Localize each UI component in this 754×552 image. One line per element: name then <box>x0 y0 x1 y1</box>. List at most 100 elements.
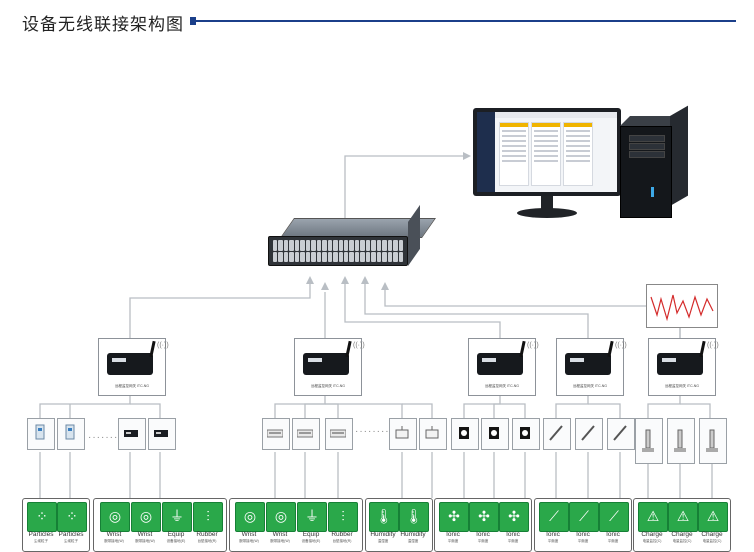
network-switch <box>268 204 437 266</box>
wireless-gateway: ((·)) 远程监控网关 ITC-NG <box>556 338 627 396</box>
sensor-sub: 平衡度 <box>507 539 519 543</box>
sensor-sub: 设备接地(E) <box>301 539 321 543</box>
wireless-gateway: ((·)) 远程监控网关 ITC-NG <box>98 338 169 396</box>
wrist-sensor: ◎ <box>131 502 161 532</box>
particle-counter-device <box>57 418 85 450</box>
ion-bar-device <box>607 418 635 450</box>
sensor-label: Particles <box>58 531 84 538</box>
ion-bar-device <box>575 418 603 450</box>
monitor <box>473 108 621 220</box>
particle-counter-device <box>27 418 55 450</box>
sensor-label: Humidity <box>370 531 396 538</box>
sensor-label: Humidity <box>400 531 426 538</box>
sensor-sub: 平衡度 <box>547 539 559 543</box>
warning-triangle-icon: ⚠ <box>706 508 720 524</box>
sensor-sub: 腕带接地(W) <box>104 539 124 543</box>
sensor-label: Ionic <box>606 531 620 538</box>
sensor-label: Ionic <box>576 531 590 538</box>
more-devices-ellipsis: ········ <box>355 426 390 437</box>
charge-sensor: ⚠ <box>698 502 728 532</box>
sensor-label: Charge <box>671 531 693 538</box>
sensor-label: Ionic <box>446 531 460 538</box>
wireless-gateway: ((·)) 远程监控网关 ITC-NG <box>294 338 365 396</box>
rubber-sensor: ⫶ <box>193 502 223 532</box>
sensor-sub: 平衡度 <box>577 539 589 543</box>
sensor-label: Wrist <box>272 531 288 538</box>
sensor-sub: 电量监控(C) <box>672 539 692 543</box>
ionic-bar-sensor: ⟋ <box>599 502 629 532</box>
more-devices-ellipsis: ·········· <box>88 432 132 443</box>
ionizer-monitor-device <box>481 418 509 450</box>
sensor-sub: 电量监控(C) <box>642 539 662 543</box>
sensor-label: Rubber <box>331 531 353 538</box>
sensor-sub: 平衡度 <box>607 539 619 543</box>
ionizer-monitor-device <box>512 418 540 450</box>
humidity-sensor: 🌡 <box>369 502 399 532</box>
rubber-icon: ⫶ <box>206 508 210 524</box>
ionizer-monitor-device <box>451 418 479 450</box>
humidity-sensor: 🌡 <box>399 502 429 532</box>
ionic-sensor: ✣ <box>499 502 529 532</box>
monitor-module-device <box>262 418 290 450</box>
sensor-sub: 平衡度 <box>447 539 459 543</box>
ion-bar-icon: ⟋ <box>609 508 619 524</box>
charge-plate-device <box>667 418 695 464</box>
wireless-gateway: ((·)) 远程监控网关 ITC-NG <box>468 338 539 396</box>
charge-plate-device <box>635 418 663 464</box>
wrist-sensor: ◎ <box>235 502 265 532</box>
equip-sensor: ⏚ <box>162 502 192 532</box>
fan-icon: ✣ <box>508 508 520 524</box>
sensor-sub: 尘埃粒子 <box>34 539 48 543</box>
sensor-label: Ionic <box>546 531 560 538</box>
ion-bar-icon: ⟋ <box>579 508 589 524</box>
warning-triangle-icon: ⚠ <box>646 508 660 524</box>
ionic-bar-sensor: ⟋ <box>539 502 569 532</box>
rubber-sensor: ⫶ <box>328 502 358 532</box>
sensor-sub: 腕带接地(W) <box>270 539 290 543</box>
sensor-label: Wrist <box>106 531 122 538</box>
sensor-label: Particles <box>28 531 54 538</box>
sensor-label: Ionic <box>506 531 520 538</box>
humidity-sensor-device <box>389 418 417 450</box>
fan-icon: ✣ <box>448 508 460 524</box>
rubber-icon: ⫶ <box>341 508 345 524</box>
sensor-label: Equip <box>302 531 320 538</box>
particles-icon: ⁘ <box>66 508 78 524</box>
ion-bar-icon: ⟋ <box>549 508 559 524</box>
sensor-sub: 温湿度 <box>377 539 389 543</box>
thermometer-icon: 🌡 <box>375 508 393 524</box>
ground-icon: ⏚ <box>170 508 184 524</box>
sensor-sub: 设备接地(E) <box>166 539 186 543</box>
wrist-sensor: ◎ <box>266 502 296 532</box>
ionic-sensor: ✣ <box>439 502 469 532</box>
wrist-icon: ◎ <box>274 508 288 524</box>
sensor-label: Wrist <box>241 531 257 538</box>
title-rule <box>190 17 736 25</box>
trend-chart-thumbnail <box>646 284 718 328</box>
sensor-sub: 平衡度 <box>477 539 489 543</box>
monitor-module-device <box>325 418 353 450</box>
ion-bar-device <box>543 418 571 450</box>
sensor-label: Rubber <box>196 531 218 538</box>
sensor-label: Charge <box>701 531 723 538</box>
monitor-module-device <box>292 418 320 450</box>
sensor-sub: 腕带接地(W) <box>135 539 155 543</box>
grounding-monitor-device <box>148 418 176 450</box>
sensor-label: Charge <box>641 531 663 538</box>
wrist-sensor: ◎ <box>100 502 130 532</box>
sensor-label: Wrist <box>137 531 153 538</box>
fan-icon: ✣ <box>478 508 490 524</box>
wrist-icon: ◎ <box>139 508 153 524</box>
equip-sensor: ⏚ <box>297 502 327 532</box>
particles-sensor: ⁘ <box>57 502 87 532</box>
sensor-label: Ionic <box>476 531 490 538</box>
particles-icon: ⁘ <box>36 508 48 524</box>
sensor-label: Equip <box>167 531 185 538</box>
sensor-sub: 腕带接地(W) <box>239 539 259 543</box>
grounding-monitor-device <box>118 418 146 450</box>
particles-sensor: ⁘ <box>27 502 57 532</box>
sensor-sub: 尘埃粒子 <box>64 539 78 543</box>
sensor-sub: 台垫接地(R) <box>197 539 217 543</box>
warning-triangle-icon: ⚠ <box>676 508 690 524</box>
